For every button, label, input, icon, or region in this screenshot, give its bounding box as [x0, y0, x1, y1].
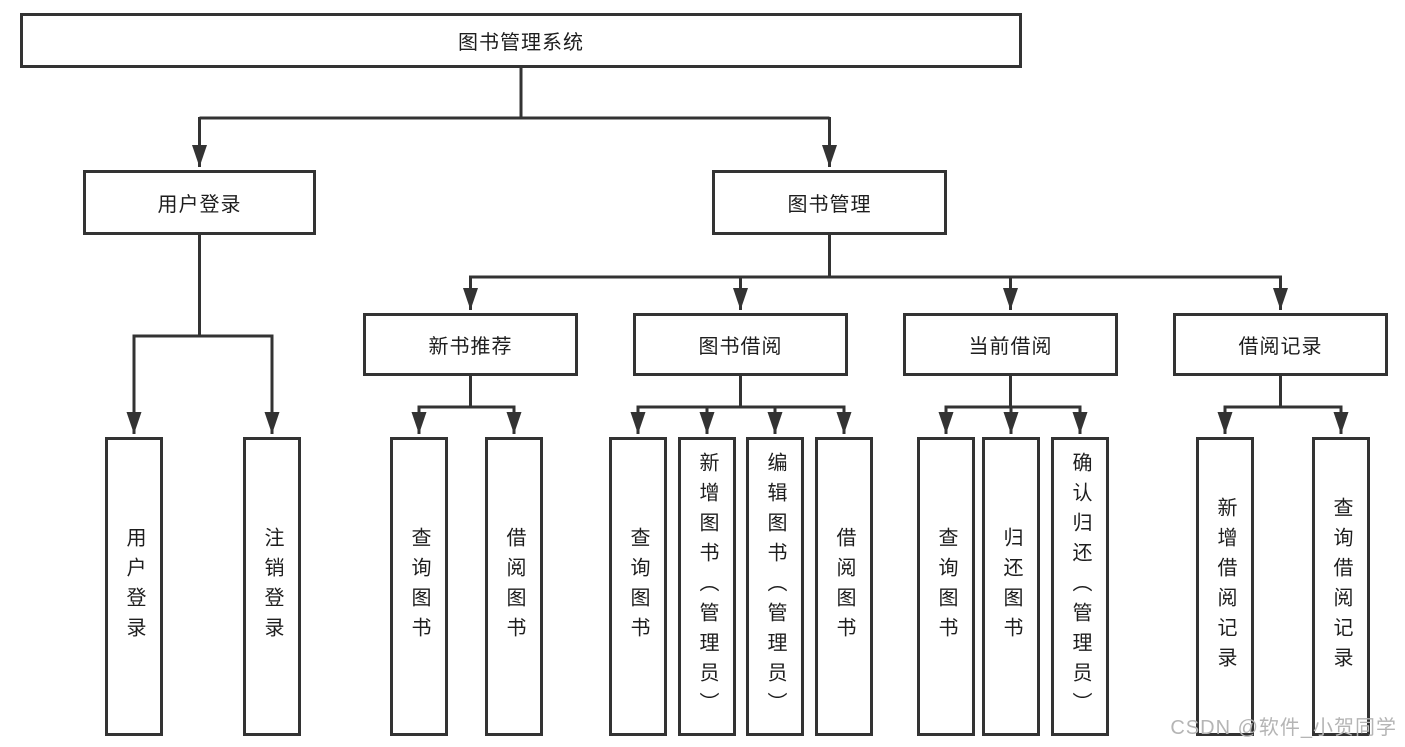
- node-label: 查询图书: [627, 526, 649, 647]
- node-user-login: 用户登录: [83, 170, 316, 235]
- node-label: 查询借阅记录: [1330, 496, 1352, 677]
- leaf-confirm-return-admin: 确认归还（管理员）: [1051, 437, 1109, 736]
- leaf-edit-books-admin: 编辑图书（管理员）: [746, 437, 804, 736]
- node-label: 当前借阅: [968, 336, 1053, 358]
- node-label: 图书管理: [787, 194, 872, 216]
- node-label: 借阅记录: [1238, 336, 1323, 358]
- node-current-borrowing: 当前借阅: [903, 313, 1118, 376]
- node-borrowing-records: 借阅记录: [1173, 313, 1388, 376]
- node-label: 编辑图书（管理员）: [764, 451, 786, 722]
- node-label: 查询图书: [408, 526, 430, 647]
- node-label: 用户登录: [123, 526, 145, 647]
- csdn-watermark: CSDN @软件_小贺同学: [1170, 717, 1397, 739]
- leaf-add-borrow-record: 新增借阅记录: [1196, 437, 1254, 736]
- leaf-borrow-books-recommend: 借阅图书: [485, 437, 543, 736]
- leaf-user-login: 用户登录: [105, 437, 163, 736]
- node-label: 图书借阅: [698, 336, 783, 358]
- leaf-logout: 注销登录: [243, 437, 301, 736]
- node-label: 新增借阅记录: [1214, 496, 1236, 677]
- leaf-return-books: 归还图书: [982, 437, 1040, 736]
- node-book-borrowing: 图书借阅: [633, 313, 848, 376]
- node-label: 新增图书（管理员）: [696, 451, 718, 722]
- node-label: 借阅图书: [503, 526, 525, 647]
- leaf-query-books-current: 查询图书: [917, 437, 975, 736]
- leaf-borrow-books: 借阅图书: [815, 437, 873, 736]
- node-label: 新书推荐: [428, 336, 513, 358]
- leaf-query-books-recommend: 查询图书: [390, 437, 448, 736]
- node-label: 注销登录: [261, 526, 283, 647]
- node-book-management: 图书管理: [712, 170, 947, 235]
- leaf-query-books-borrow: 查询图书: [609, 437, 667, 736]
- node-label: 用户登录: [157, 194, 242, 216]
- leaf-query-borrow-record: 查询借阅记录: [1312, 437, 1370, 736]
- node-new-book-recommend: 新书推荐: [363, 313, 578, 376]
- node-label: 确认归还（管理员）: [1069, 451, 1091, 722]
- leaf-add-books-admin: 新增图书（管理员）: [678, 437, 736, 736]
- node-library-management-system: 图书管理系统: [20, 13, 1022, 68]
- node-label: 查询图书: [935, 526, 957, 647]
- node-label: 借阅图书: [833, 526, 855, 647]
- node-label: 图书管理系统: [458, 32, 584, 54]
- node-label: 归还图书: [1000, 526, 1022, 647]
